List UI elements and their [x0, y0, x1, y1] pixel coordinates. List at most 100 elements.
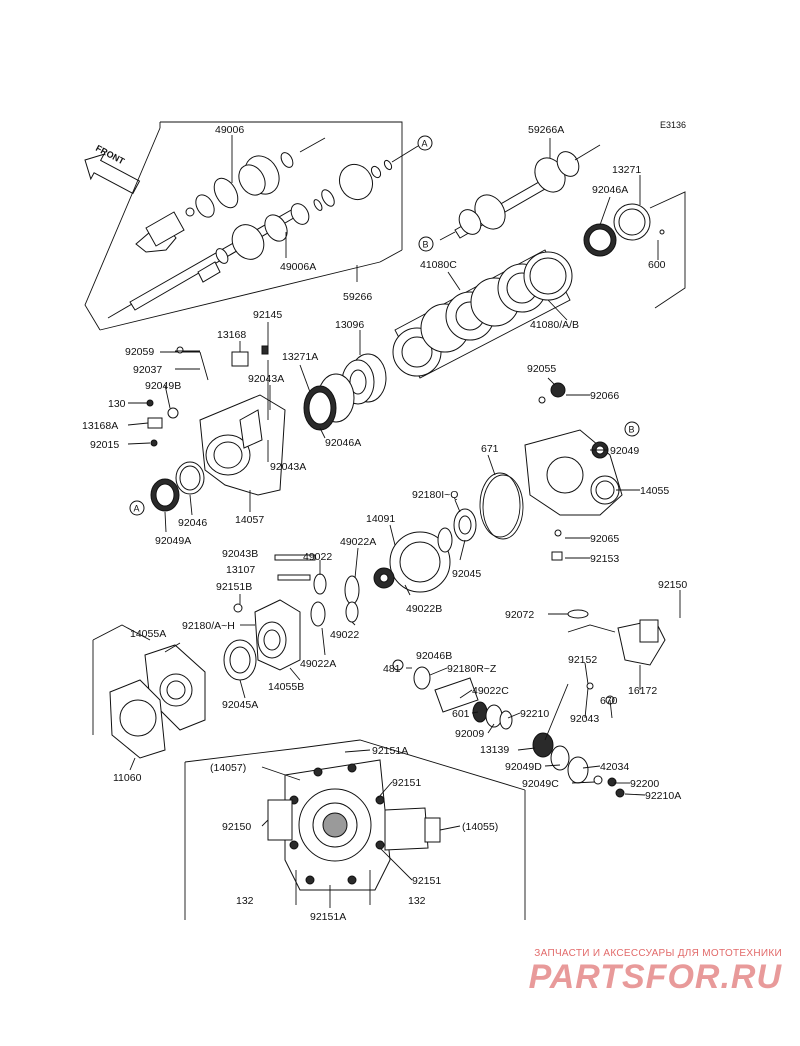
label-130: 130 [108, 398, 126, 410]
label-42034: 42034 [600, 761, 629, 773]
label-92145: 92145 [253, 309, 282, 321]
label-92210: 92210 [520, 708, 549, 720]
frame-right-bracket [649, 191, 686, 309]
label-59266: 59266 [343, 291, 372, 303]
seals-front-left [150, 461, 205, 512]
label-92049A: 92049A [155, 535, 191, 547]
label-41080C: 41080C [420, 259, 457, 271]
cv-joint-set-lower [215, 145, 419, 264]
label-92153: 92153 [590, 553, 619, 565]
watermark: ЗАПЧАСТИ И АКСЕССУАРЫ ДЛЯ МОТОТЕХНИКИ PA… [482, 948, 782, 995]
label-14055B: 14055B [268, 681, 304, 693]
rear-axle-shaft [439, 144, 601, 241]
label-92180AH: 92180/A~H [182, 620, 235, 632]
label-92151-a: 92151 [392, 777, 421, 789]
differential-case-14055B [223, 599, 301, 681]
label-49006: 49006 [215, 124, 244, 136]
label-11060: 11060 [113, 772, 142, 784]
label-92152: 92152 [568, 654, 597, 666]
label-13139: 13139 [480, 744, 509, 756]
watermark-brand: PARTSFOR.RU [528, 958, 782, 996]
seal-ring-92046A-top [583, 203, 665, 257]
label-92150-right: 92150 [658, 579, 687, 591]
label-481: 481 [383, 663, 401, 675]
label-92200: 92200 [630, 778, 659, 790]
part-labels: 49006 49006A 59266 59266A 13271 92046A 6… [82, 124, 687, 923]
small-parts-left [146, 399, 179, 447]
label-92180RZ: 92180R~Z [447, 663, 497, 675]
bearing-13096 [341, 353, 387, 405]
label-92046: 92046 [178, 517, 207, 529]
gasket-11060 [109, 679, 166, 759]
label-671: 671 [481, 443, 499, 455]
label-13107: 13107 [226, 564, 255, 576]
label-600: 600 [648, 259, 666, 271]
label-13168: 13168 [217, 329, 246, 341]
seal-92046A-mid [303, 373, 355, 431]
label-13271: 13271 [612, 164, 641, 176]
shaft-group-frame [84, 121, 403, 331]
label-49022-a: 49022 [303, 551, 332, 563]
label-14055A: 14055A [130, 628, 166, 640]
label-670: 670 [600, 695, 618, 707]
label-92009: 92009 [455, 728, 484, 740]
label-92046A-top: 92046A [592, 184, 628, 196]
label-92151B: 92151B [216, 581, 252, 593]
label-92043: 92043 [570, 713, 599, 725]
label-49022A-a: 49022A [340, 536, 376, 548]
label-49022C: 49022C [472, 685, 509, 697]
housing-14057 [160, 346, 286, 496]
label-92043A-b: 92043A [270, 461, 306, 473]
callout-b-top: B [418, 236, 434, 252]
label-14055-ref: (14055) [462, 821, 498, 833]
label-49006A: 49006A [280, 261, 316, 273]
housing-14055 [479, 382, 623, 561]
sensor-13168 [231, 345, 269, 420]
label-92045A: 92045A [222, 699, 258, 711]
label-92046B: 92046B [416, 650, 452, 662]
label-92043B: 92043B [222, 548, 258, 560]
label-14055: 14055 [640, 485, 669, 497]
label-14057: 14057 [235, 514, 264, 526]
label-132-left: 132 [236, 895, 254, 907]
label-92180IQ: 92180I~Q [412, 489, 458, 501]
frame-left-bracket [92, 624, 151, 641]
label-92043A-a: 92043A [248, 373, 284, 385]
label-92045: 92045 [452, 568, 481, 580]
label-92065: 92065 [590, 533, 619, 545]
label-92049D: 92049D [505, 761, 542, 773]
callout-a-bottom: A [129, 500, 145, 516]
label-132-right: 132 [408, 895, 426, 907]
clutch-pack-41080 [392, 249, 573, 379]
callout-b-right: B [624, 421, 640, 437]
label-92046A-mid: 92046A [325, 437, 361, 449]
label-92150-left: 92150 [222, 821, 251, 833]
assembled-view-frame [184, 739, 526, 920]
label-14091: 14091 [366, 513, 395, 525]
label-92015: 92015 [90, 439, 119, 451]
label-92049: 92049 [610, 445, 639, 457]
label-49022A-b: 49022A [300, 658, 336, 670]
label-92037: 92037 [133, 364, 162, 376]
label-16172: 16172 [628, 685, 657, 697]
label-49022B: 49022B [406, 603, 442, 615]
watermark-subtitle: ЗАПЧАСТИ И АКСЕССУАРЫ ДЛЯ МОТОТЕХНИКИ [534, 948, 782, 959]
leader-lines [127, 135, 681, 908]
label-601: 601 [452, 708, 470, 720]
label-92066: 92066 [590, 390, 619, 402]
label-41080AB: 41080/A/B [530, 319, 579, 331]
pinion-group [392, 659, 625, 798]
ring-gear-group [274, 508, 477, 627]
label-92055: 92055 [527, 363, 556, 375]
svg-text:A: A [134, 504, 140, 514]
label-92210A: 92210A [645, 790, 681, 802]
label-92049B: 92049B [145, 380, 181, 392]
callout-a-top: A [417, 135, 433, 151]
label-59266A: 59266A [528, 124, 564, 136]
svg-text:B: B [629, 425, 635, 435]
actuator-16172 [567, 609, 666, 705]
svg-text:B: B [423, 240, 429, 250]
label-92049C: 92049C [522, 778, 559, 790]
label-92072: 92072 [505, 609, 534, 621]
diagram-code: E3136 [660, 120, 686, 130]
